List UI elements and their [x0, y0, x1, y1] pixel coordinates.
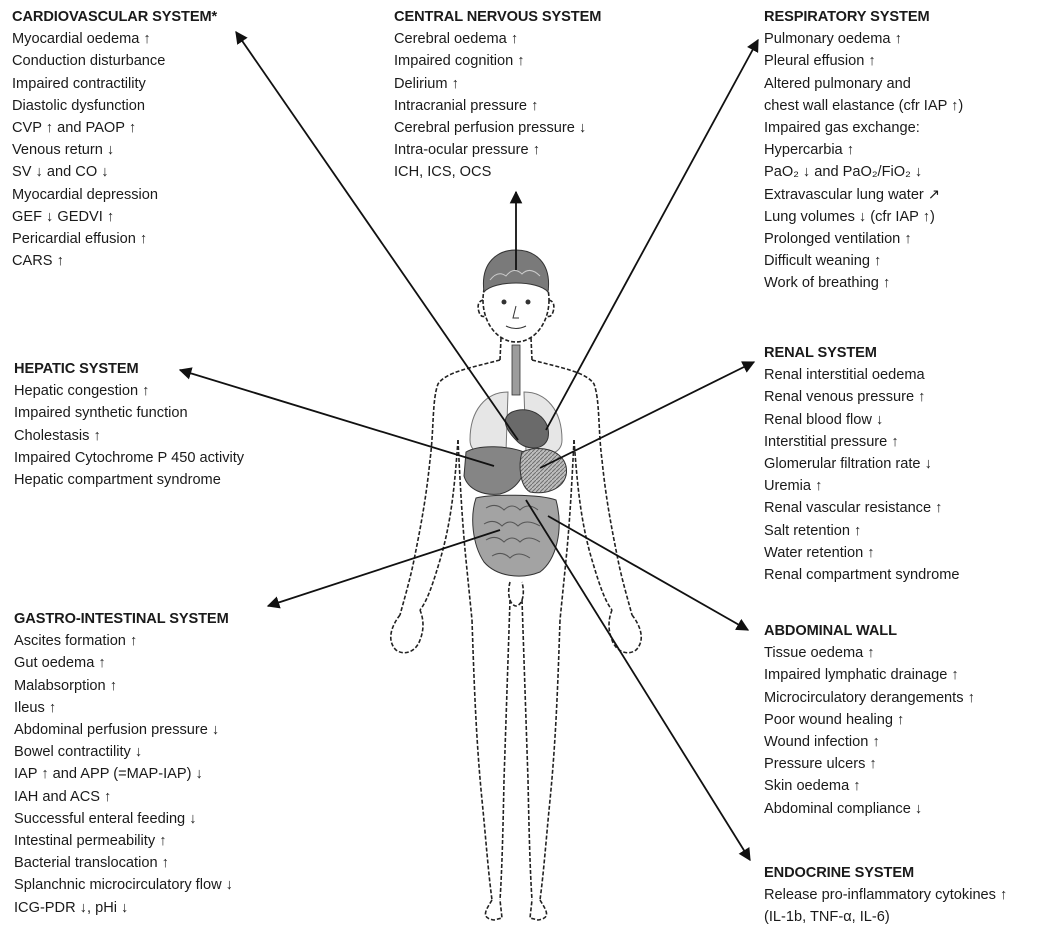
section-title: GASTRO-INTESTINAL SYSTEM	[14, 608, 233, 630]
list-item: Renal interstitial oedema	[764, 364, 959, 386]
list-item: Prolonged ventilation ↑	[764, 228, 963, 250]
stomach	[520, 448, 566, 492]
list-item: CVP ↑ and PAOP ↑	[12, 117, 217, 139]
list-item: Pulmonary oedema ↑	[764, 28, 963, 50]
list-item: ICG-PDR ↓, pHi ↓	[14, 897, 233, 919]
list-item: (IL-1b, TNF-α, IL-6)	[764, 906, 1007, 928]
list-item: Gut oedema ↑	[14, 652, 233, 674]
intestines	[473, 495, 559, 576]
list-item: Skin oedema ↑	[764, 775, 975, 797]
list-item: Altered pulmonary and	[764, 73, 963, 95]
section-title: ENDOCRINE SYSTEM	[764, 862, 1007, 884]
list-item: chest wall elastance (cfr IAP ↑)	[764, 95, 963, 117]
list-item: Impaired contractility	[12, 73, 217, 95]
list-item: Hepatic congestion ↑	[14, 380, 244, 402]
list-item: IAP ↑ and APP (=MAP-IAP) ↓	[14, 763, 233, 785]
respiratory-section: RESPIRATORY SYSTEM Pulmonary oedema ↑ Pl…	[764, 6, 963, 295]
list-item: Abdominal perfusion pressure ↓	[14, 719, 233, 741]
list-item: Pressure ulcers ↑	[764, 753, 975, 775]
section-title: CENTRAL NERVOUS SYSTEM	[394, 6, 601, 28]
organs	[464, 250, 567, 576]
arrow-gi	[268, 530, 500, 606]
arrow-renal	[540, 362, 754, 468]
list-item: SV ↓ and CO ↓	[12, 161, 217, 183]
list-item: Renal compartment syndrome	[764, 564, 959, 586]
section-title: ABDOMINAL WALL	[764, 620, 975, 642]
list-item: Cholestasis ↑	[14, 425, 244, 447]
endocrine-section: ENDOCRINE SYSTEM Release pro-inflammator…	[764, 862, 1007, 929]
list-item: Cerebral perfusion pressure ↓	[394, 117, 601, 139]
list-item: Glomerular filtration rate ↓	[764, 453, 959, 475]
list-item: Renal vascular resistance ↑	[764, 497, 959, 519]
list-item: Work of breathing ↑	[764, 272, 963, 294]
list-item: Myocardial oedema ↑	[12, 28, 217, 50]
list-item: Wound infection ↑	[764, 731, 975, 753]
lungs	[470, 392, 508, 455]
list-item: Microcirculatory derangements ↑	[764, 687, 975, 709]
list-item: Hypercarbia ↑	[764, 139, 963, 161]
section-title: CARDIOVASCULAR SYSTEM*	[12, 6, 217, 28]
list-item: Extravascular lung water ↗	[764, 184, 963, 206]
abdominal-wall-section: ABDOMINAL WALL Tissue oedema ↑ Impaired …	[764, 620, 975, 820]
list-item: Impaired lymphatic drainage ↑	[764, 664, 975, 686]
list-item: Malabsorption ↑	[14, 675, 233, 697]
list-item: Water retention ↑	[764, 542, 959, 564]
list-item: Venous return ↓	[12, 139, 217, 161]
gastro-intestinal-section: GASTRO-INTESTINAL SYSTEM Ascites formati…	[14, 608, 233, 919]
list-item: Delirium ↑	[394, 73, 601, 95]
list-item: Renal venous pressure ↑	[764, 386, 959, 408]
list-item: Salt retention ↑	[764, 520, 959, 542]
list-item: Abdominal compliance ↓	[764, 798, 975, 820]
list-item: ICH, ICS, OCS	[394, 161, 601, 183]
cns-section: CENTRAL NERVOUS SYSTEM Cerebral oedema ↑…	[394, 6, 601, 184]
list-item: Conduction disturbance	[12, 50, 217, 72]
renal-section: RENAL SYSTEM Renal interstitial oedema R…	[764, 342, 959, 586]
list-item: Ileus ↑	[14, 697, 233, 719]
list-item: IAH and ACS ↑	[14, 786, 233, 808]
list-item: Intracranial pressure ↑	[394, 95, 601, 117]
brain	[483, 250, 548, 292]
list-item: Impaired Cytochrome P 450 activity	[14, 447, 244, 469]
list-item: Hepatic compartment syndrome	[14, 469, 244, 491]
list-item: CARS ↑	[12, 250, 217, 272]
section-title: RESPIRATORY SYSTEM	[764, 6, 963, 28]
list-item: Impaired gas exchange:	[764, 117, 963, 139]
list-item: Myocardial depression	[12, 184, 217, 206]
list-item: Renal blood flow ↓	[764, 409, 959, 431]
hepatic-section: HEPATIC SYSTEM Hepatic congestion ↑ Impa…	[14, 358, 244, 491]
heart	[505, 410, 548, 448]
list-item: GEF ↓ GEDVI ↑	[12, 206, 217, 228]
list-item: Pericardial effusion ↑	[12, 228, 217, 250]
list-item: Interstitial pressure ↑	[764, 431, 959, 453]
liver	[464, 447, 526, 495]
list-item: PaO₂ ↓ and PaO₂/FiO₂ ↓	[764, 161, 963, 183]
arrow-abdwall	[548, 516, 748, 630]
list-item: Pleural effusion ↑	[764, 50, 963, 72]
list-item: Ascites formation ↑	[14, 630, 233, 652]
human-body-figure	[391, 258, 641, 920]
list-item: Intestinal permeability ↑	[14, 830, 233, 852]
list-item: Release pro-inflammatory cytokines ↑	[764, 884, 1007, 906]
section-title: HEPATIC SYSTEM	[14, 358, 244, 380]
list-item: Poor wound healing ↑	[764, 709, 975, 731]
list-item: Bowel contractility ↓	[14, 741, 233, 763]
arrow-endo	[526, 500, 750, 860]
list-item: Splanchnic microcirculatory flow ↓	[14, 874, 233, 896]
list-item: Difficult weaning ↑	[764, 250, 963, 272]
cardiovascular-section: CARDIOVASCULAR SYSTEM* Myocardial oedema…	[12, 6, 217, 272]
list-item: Lung volumes ↓ (cfr IAP ↑)	[764, 206, 963, 228]
list-item: Bacterial translocation ↑	[14, 852, 233, 874]
list-item: Impaired synthetic function	[14, 402, 244, 424]
list-item: Diastolic dysfunction	[12, 95, 217, 117]
list-item: Intra-ocular pressure ↑	[394, 139, 601, 161]
list-item: Cerebral oedema ↑	[394, 28, 601, 50]
section-title: RENAL SYSTEM	[764, 342, 959, 364]
list-item: Impaired cognition ↑	[394, 50, 601, 72]
list-item: Tissue oedema ↑	[764, 642, 975, 664]
list-item: Successful enteral feeding ↓	[14, 808, 233, 830]
list-item: Uremia ↑	[764, 475, 959, 497]
